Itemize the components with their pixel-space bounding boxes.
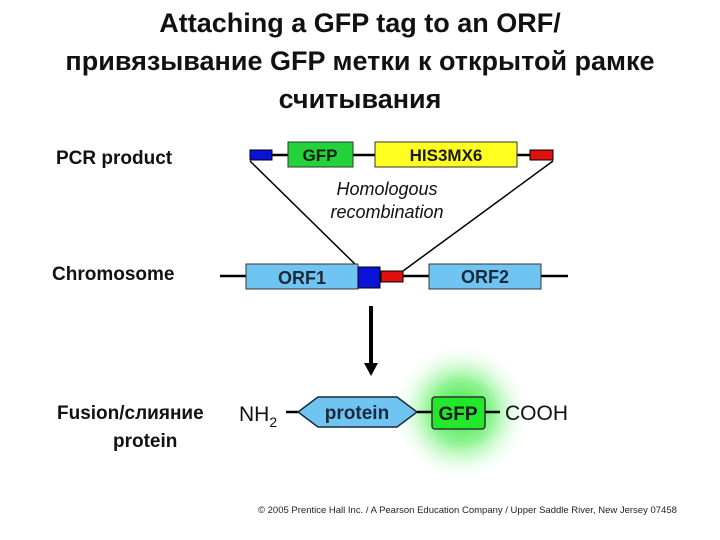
copyright-footer: © 2005 Prentice Hall Inc. / A Pearson Ed… bbox=[258, 505, 677, 516]
pcr-blue-flank bbox=[249, 149, 273, 161]
pcr-gfp-box bbox=[287, 141, 354, 168]
pcr-marker-box bbox=[374, 141, 518, 168]
pcr-product-label: PCR product bbox=[56, 148, 173, 169]
chromosome-construct: ORF1 ORF2 bbox=[220, 263, 568, 290]
chromosome-red-flank bbox=[380, 270, 404, 283]
pcr-red-flank bbox=[529, 149, 554, 161]
c-terminus-text: COOH bbox=[505, 402, 568, 425]
fusion-label: Fusion/слияние bbox=[57, 403, 204, 424]
title-line-2: привязывание GFP метки к открытой рамке bbox=[65, 46, 655, 76]
chromosome-blue-flank bbox=[357, 266, 381, 289]
protein-text: protein bbox=[325, 403, 389, 424]
pcr-product-construct: GFP HIS3MX6 bbox=[249, 141, 554, 168]
orf1-box bbox=[245, 263, 359, 290]
title-line-3: считывания bbox=[278, 84, 442, 114]
orf1-text: ORF1 bbox=[278, 268, 326, 288]
crossover-left-line bbox=[249, 160, 360, 269]
crossover-right-line bbox=[402, 160, 554, 272]
down-arrow-icon bbox=[364, 306, 378, 376]
slide-title: Attaching a GFP tag to an ORF/ привязыва… bbox=[0, 4, 720, 118]
n-terminus-text: NH2 bbox=[239, 403, 277, 430]
fusion-gfp-text: GFP bbox=[438, 404, 477, 425]
recombination-text-1: Homologous bbox=[336, 179, 437, 199]
orf2-text: ORF2 bbox=[461, 267, 509, 287]
pcr-gfp-text: GFP bbox=[303, 146, 338, 165]
orf2-box bbox=[428, 263, 542, 290]
fusion-protein-construct: NH2 protein GFP COOH bbox=[239, 396, 568, 430]
fusion-label-protein: protein bbox=[113, 431, 178, 452]
pcr-marker-text: HIS3MX6 bbox=[410, 146, 483, 165]
chromosome-label: Chromosome bbox=[52, 264, 175, 285]
title-line-1: Attaching a GFP tag to an ORF/ bbox=[159, 8, 561, 38]
recombination-text-2: recombination bbox=[330, 202, 443, 222]
